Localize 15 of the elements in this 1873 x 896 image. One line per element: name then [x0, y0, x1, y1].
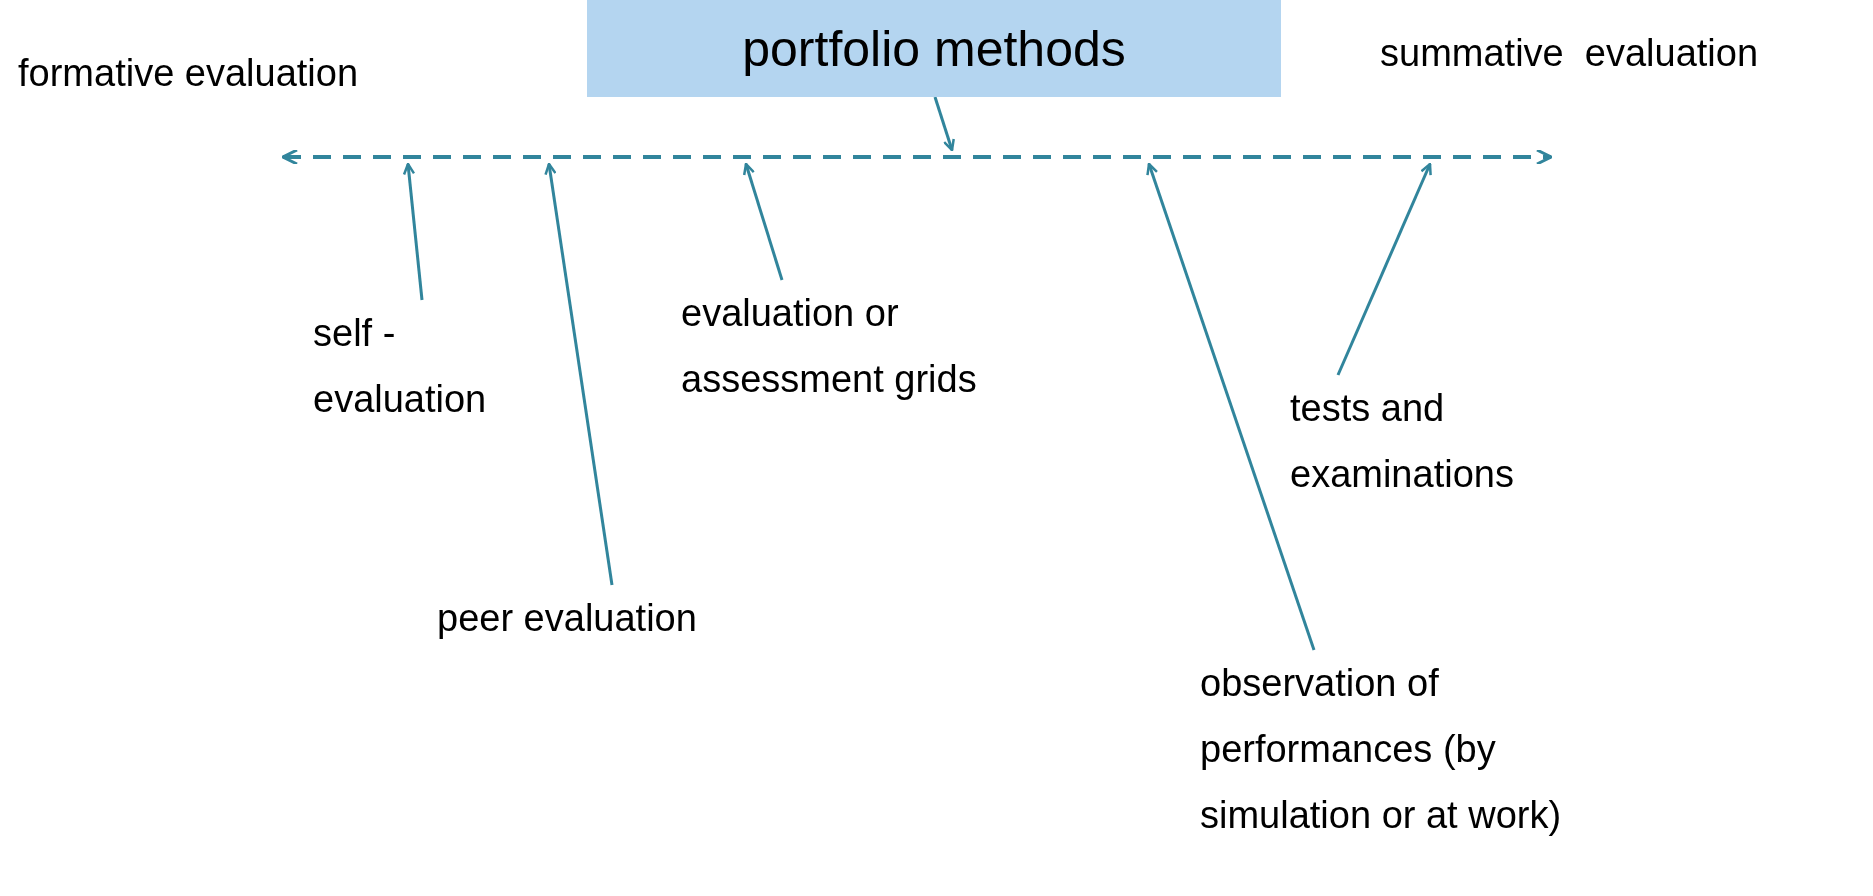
arrow [933, 96, 955, 152]
arrow [544, 162, 614, 586]
method-label: peer evaluation [437, 585, 797, 651]
method-label: observation of performances (by simulation or at work) [1200, 650, 1630, 848]
method-label: evaluation or assessment grids [681, 280, 1001, 412]
arrow [1336, 162, 1432, 376]
scale-end-label: summative evaluation [1380, 31, 1759, 76]
method-label: tests and examinations [1290, 375, 1610, 507]
dashed-double-arrow [281, 150, 1553, 164]
arrow [1146, 162, 1316, 651]
scale-end-label: formative evaluation [18, 51, 359, 96]
method-label: self - evaluation [313, 300, 573, 432]
arrow [742, 162, 784, 281]
arrow [402, 162, 424, 301]
title-box: portfolio methods [587, 0, 1281, 97]
